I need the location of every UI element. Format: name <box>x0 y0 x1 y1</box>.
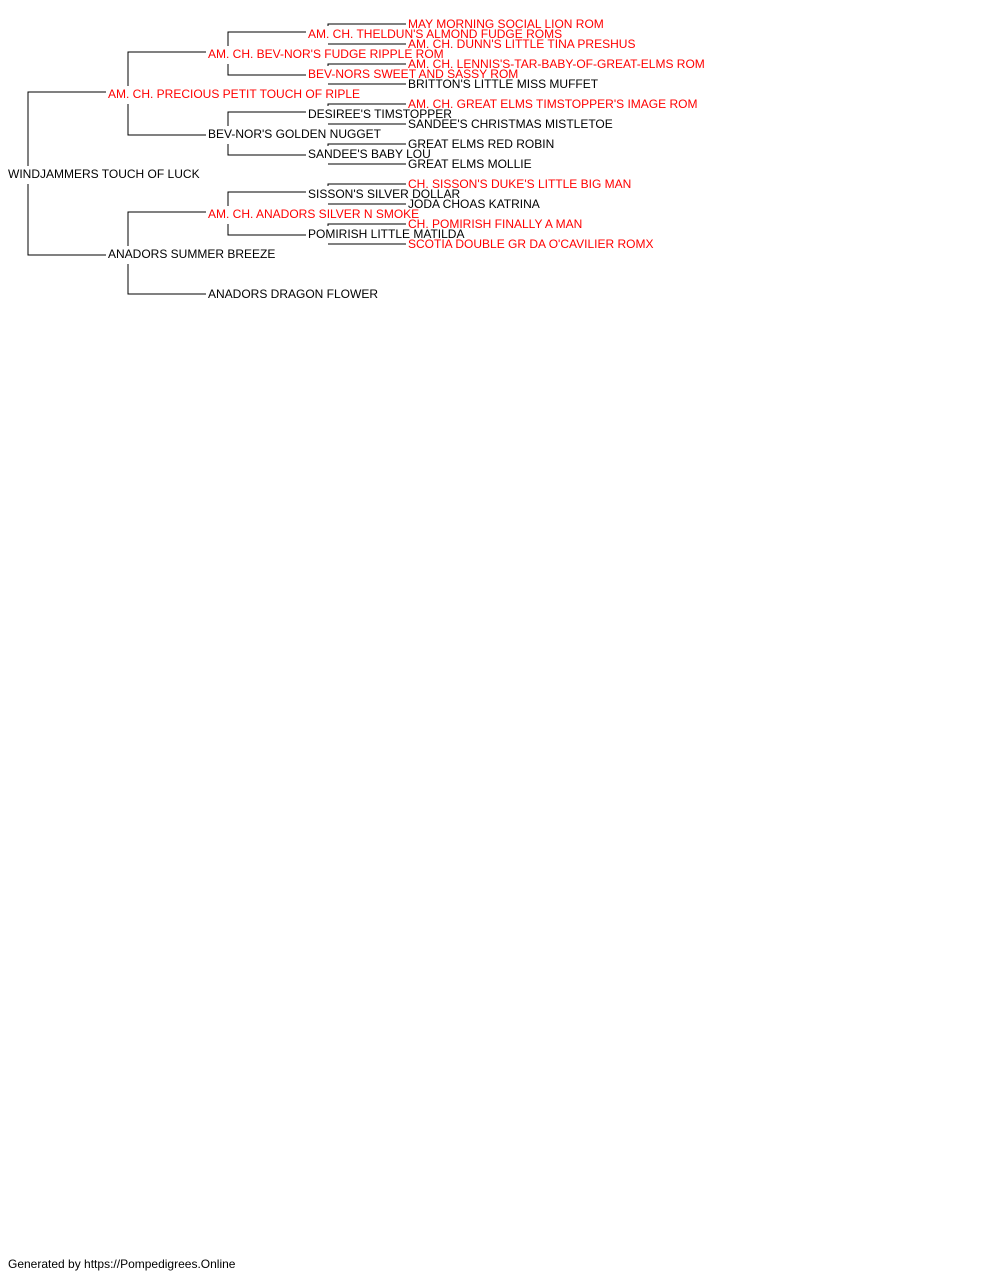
connector-sire-sire <box>127 51 206 86</box>
dog-name-sire-sire-dam-sire: AM. CH. LENNIS'S-TAR-BABY-OF-GREAT-ELMS … <box>408 57 705 71</box>
dog-name-sire-sire: AM. CH. BEV-NOR'S FUDGE RIPPLE ROM <box>208 47 444 61</box>
dog-name-sire-dam-sire: DESIREE'S TIMSTOPPER <box>308 107 452 121</box>
connector-sire-dam-dam <box>227 144 306 156</box>
connector-sire-sire-sire <box>227 31 306 46</box>
connector-sire-dam <box>127 104 206 136</box>
pedigree-connectors <box>27 23 406 295</box>
connector-dam-sire-sire-sire <box>327 183 406 186</box>
dog-name-sire-dam-sire-dam: SANDEE'S CHRISTMAS MISTLETOE <box>408 117 613 131</box>
dog-name-: WINDJAMMERS TOUCH OF LUCK <box>8 167 200 181</box>
dog-name-sire-dam-dam: SANDEE'S BABY LOU <box>308 147 431 161</box>
dog-name-sire-dam: BEV-NOR'S GOLDEN NUGGET <box>208 127 382 141</box>
dog-name-dam-sire: AM. CH. ANADORS SILVER N SMOKE <box>208 207 419 221</box>
dog-name-sire-sire-sire: AM. CH. THELDUN'S ALMOND FUDGE ROMS <box>308 27 562 41</box>
connector-dam-dam <box>127 264 206 295</box>
dog-name-dam-sire-dam: POMIRISH LITTLE MATILDA <box>308 227 464 241</box>
connector-dam-sire <box>127 211 206 246</box>
dog-name-dam-sire-sire: SISSON'S SILVER DOLLAR <box>308 187 460 201</box>
pedigree-labels: WINDJAMMERS TOUCH OF LUCK AM. CH. PRECIOU… <box>8 17 705 301</box>
dog-name-sire-dam-dam-sire: GREAT ELMS RED ROBIN <box>408 137 554 151</box>
connector-sire <box>27 91 106 166</box>
dog-name-dam-sire-sire-sire: CH. SISSON'S DUKE'S LITTLE BIG MAN <box>408 177 631 191</box>
dog-name-sire-sire-dam: BEV-NORS SWEET AND SASSY ROM <box>308 67 518 81</box>
dog-name-dam-sire-dam-sire: CH. POMIRISH FINALLY A MAN <box>408 217 582 231</box>
dog-name-sire-dam-dam-dam: GREAT ELMS MOLLIE <box>408 157 532 171</box>
dog-name-sire: AM. CH. PRECIOUS PETIT TOUCH OF RIPLE <box>108 87 360 101</box>
connector-dam-sire-sire <box>227 191 306 206</box>
dog-name-dam-dam: ANADORS DRAGON FLOWER <box>208 287 378 301</box>
dog-name-dam-sire-sire-dam: JODA CHOAS KATRINA <box>408 197 540 211</box>
connector-sire-sire-dam <box>227 64 306 76</box>
connector-sire-dam-sire <box>227 111 306 126</box>
dog-name-sire-sire-sire-dam: AM. CH. DUNN'S LITTLE TINA PRESHUS <box>408 37 635 51</box>
dog-name-sire-dam-sire-sire: AM. CH. GREAT ELMS TIMSTOPPER'S IMAGE RO… <box>408 97 697 111</box>
dog-name-sire-sire-sire-sire: MAY MORNING SOCIAL LION ROM <box>408 17 604 31</box>
connector-dam-sire-dam-sire <box>327 223 406 226</box>
dog-name-dam-sire-dam-dam: SCOTIA DOUBLE GR DA O'CAVILIER ROMX <box>408 237 653 251</box>
connector-dam <box>27 184 106 256</box>
footer-credit: Generated by https://Pompedigrees.Online <box>8 1257 236 1271</box>
dog-name-sire-sire-dam-dam: BRITTON'S LITTLE MISS MUFFET <box>408 77 599 91</box>
dog-name-dam: ANADORS SUMMER BREEZE <box>108 247 275 261</box>
connector-sire-dam-sire-sire <box>327 103 406 106</box>
connector-dam-sire-dam <box>227 224 306 236</box>
connector-sire-dam-dam-sire <box>327 143 406 146</box>
connector-sire-sire-dam-sire <box>327 63 406 66</box>
connector-sire-sire-sire-sire <box>327 23 406 26</box>
